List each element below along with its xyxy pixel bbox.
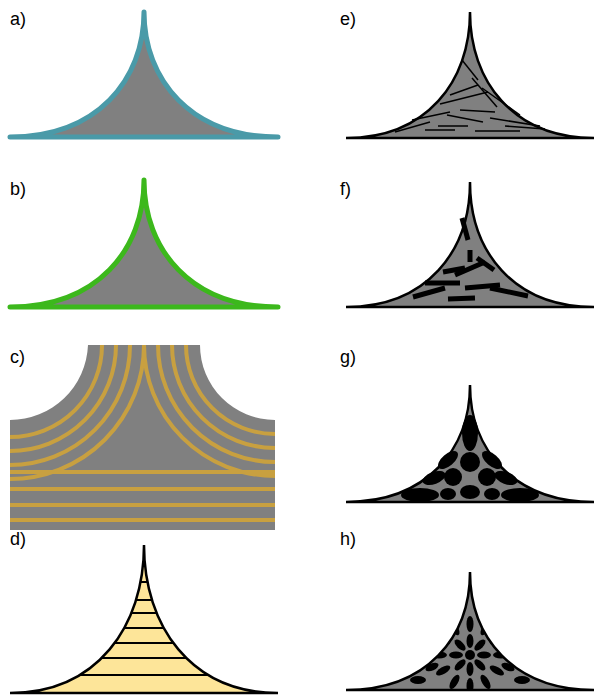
layered-cusp-part-part bbox=[0, 674, 300, 676]
cusp-radial-grains-part bbox=[410, 616, 530, 694]
layered-cusp bbox=[0, 545, 300, 693]
cusp-large-grains-part-part bbox=[484, 488, 500, 500]
cusp-large-grains-part-part bbox=[460, 452, 480, 472]
cusp-thin-fibers-part-part bbox=[505, 126, 545, 129]
cusp-thin-fibers-part-part bbox=[412, 112, 450, 120]
layered-cusp-part-part bbox=[0, 599, 300, 601]
cusp-large-grains-part-part bbox=[478, 468, 496, 486]
cusp-radial-grains-part-part bbox=[410, 676, 426, 684]
cusp-thick-fibers-part-part bbox=[462, 218, 468, 240]
cusp-large-grains-part bbox=[346, 385, 594, 502]
layered-block-part-part bbox=[10, 487, 275, 491]
panel-label: a) bbox=[10, 10, 26, 28]
cusp-radial-grains bbox=[346, 572, 594, 694]
cusp-thin-fibers-part-part bbox=[490, 118, 540, 126]
layered-block-part-part bbox=[186, 256, 364, 434]
cusp-large-grains-part-part bbox=[435, 448, 461, 473]
cusp-thick-fibers-part-part bbox=[455, 262, 485, 275]
layered-block-part-part bbox=[10, 518, 275, 522]
cusp-radial-grains-part-part bbox=[477, 652, 491, 659]
layered-cusp-part-part bbox=[0, 627, 300, 629]
panel-label: h) bbox=[340, 530, 356, 548]
cusp-large-grains-part-part bbox=[440, 488, 456, 500]
panel-label: g) bbox=[340, 348, 356, 366]
cusp-radial-grains-part-part bbox=[467, 634, 474, 648]
cusp-thick-fibers-part-part bbox=[477, 258, 494, 270]
cusp-large-grains-part-part bbox=[401, 488, 439, 502]
layered-block-part-part bbox=[144, 214, 406, 476]
cusp-thin-fibers-part-part bbox=[440, 92, 488, 104]
panel-label: b) bbox=[10, 180, 26, 198]
panel-label: c) bbox=[10, 348, 25, 366]
panel-label: e) bbox=[340, 10, 356, 28]
cusp-thick-fibers-part-part bbox=[413, 288, 445, 297]
cusp-radial-grains-part-part bbox=[472, 657, 487, 672]
layered-block-part-part bbox=[0, 211, 144, 479]
cusp-radial-grains-part-part bbox=[472, 638, 487, 653]
layered-block-part-part bbox=[0, 253, 102, 437]
cusp-thin-fibers-part bbox=[395, 60, 545, 132]
layered-cusp-part-part bbox=[0, 612, 300, 614]
layered-block-part-part bbox=[158, 228, 392, 462]
cusp-thin-fibers-part-part bbox=[425, 129, 455, 131]
cusp-radial-grains-part-part bbox=[453, 638, 468, 653]
cusp-thick-fibers-part-part bbox=[448, 298, 475, 299]
cusp-radial-grains-part-part bbox=[467, 616, 474, 632]
layered-block bbox=[0, 211, 406, 530]
cusp-thin-fibers-part-part bbox=[447, 115, 483, 122]
cusp-large-grains-part-part bbox=[493, 468, 520, 487]
cusp-radial-grains-part-part bbox=[467, 662, 474, 676]
layered-cusp-part bbox=[10, 545, 278, 693]
cusp-thin-fibers bbox=[346, 12, 594, 138]
cusp-thick-fibers-part-part bbox=[490, 288, 528, 296]
cusp-shape-green bbox=[10, 180, 278, 307]
cusp-large-grains-part-part bbox=[444, 468, 462, 486]
cusp-shape-teal bbox=[10, 12, 278, 137]
layered-block-part-part bbox=[172, 242, 378, 448]
cusp-thin-fibers-part-part bbox=[475, 130, 520, 132]
layered-cusp-part-part bbox=[0, 581, 300, 583]
cusp-radial-grains-part-part bbox=[447, 673, 461, 690]
cusp-large-grains-part-part bbox=[501, 488, 539, 502]
cusp-large-grains-part-part bbox=[421, 468, 448, 487]
cusp-radial-grains-part-part bbox=[478, 673, 492, 690]
cusp-radial-grains-part-part bbox=[453, 657, 468, 672]
cusp-thin-fibers-part bbox=[346, 12, 594, 138]
cusp-thick-fibers bbox=[346, 182, 594, 307]
cusp-thick-fibers-part bbox=[413, 218, 528, 299]
layered-block-part-part bbox=[0, 225, 130, 465]
cusp-large-grains-part-part bbox=[462, 415, 478, 451]
cusp-large-grains bbox=[346, 385, 594, 502]
cusp-thick-fibers-part-part bbox=[425, 281, 460, 286]
cusp-radial-grains-part-part bbox=[514, 676, 530, 684]
cusp-thin-fibers-part-part bbox=[462, 60, 478, 80]
cusp-radial-grains-part bbox=[346, 572, 594, 690]
panel-label: f) bbox=[340, 180, 351, 198]
cusp-radial-grains-part-part bbox=[467, 678, 474, 694]
cusp-radial-grains-part-part bbox=[449, 652, 463, 659]
cusp-thick-fibers-part bbox=[346, 182, 594, 307]
layered-cusp-part bbox=[10, 545, 278, 693]
cusp-large-grains-part-part bbox=[479, 448, 505, 473]
cusp-thick-fibers-part-part bbox=[468, 250, 473, 262]
panel-label: d) bbox=[10, 530, 26, 548]
layered-cusp-part-part bbox=[0, 657, 300, 659]
layered-cusp-part-part bbox=[0, 642, 300, 644]
cusp-radial-grains-part bbox=[346, 572, 594, 690]
layered-block-part-part bbox=[10, 503, 275, 507]
cusp-large-grains-part bbox=[401, 415, 539, 502]
cusp-thin-fibers-part-part bbox=[472, 78, 497, 107]
layered-block-part-part bbox=[10, 470, 275, 474]
cusp-radial-grains-part-part bbox=[465, 650, 475, 660]
layered-block-part bbox=[0, 211, 406, 520]
cusp-large-grains-part-part bbox=[460, 485, 480, 499]
cusp-thin-fibers-part-part bbox=[450, 85, 478, 95]
cusp-thin-fibers-part-part bbox=[395, 122, 430, 132]
layered-block-part-part bbox=[0, 239, 116, 451]
cusp-thin-fibers-part-part bbox=[460, 110, 495, 112]
cusp-thin-fibers-part-part bbox=[438, 125, 468, 127]
